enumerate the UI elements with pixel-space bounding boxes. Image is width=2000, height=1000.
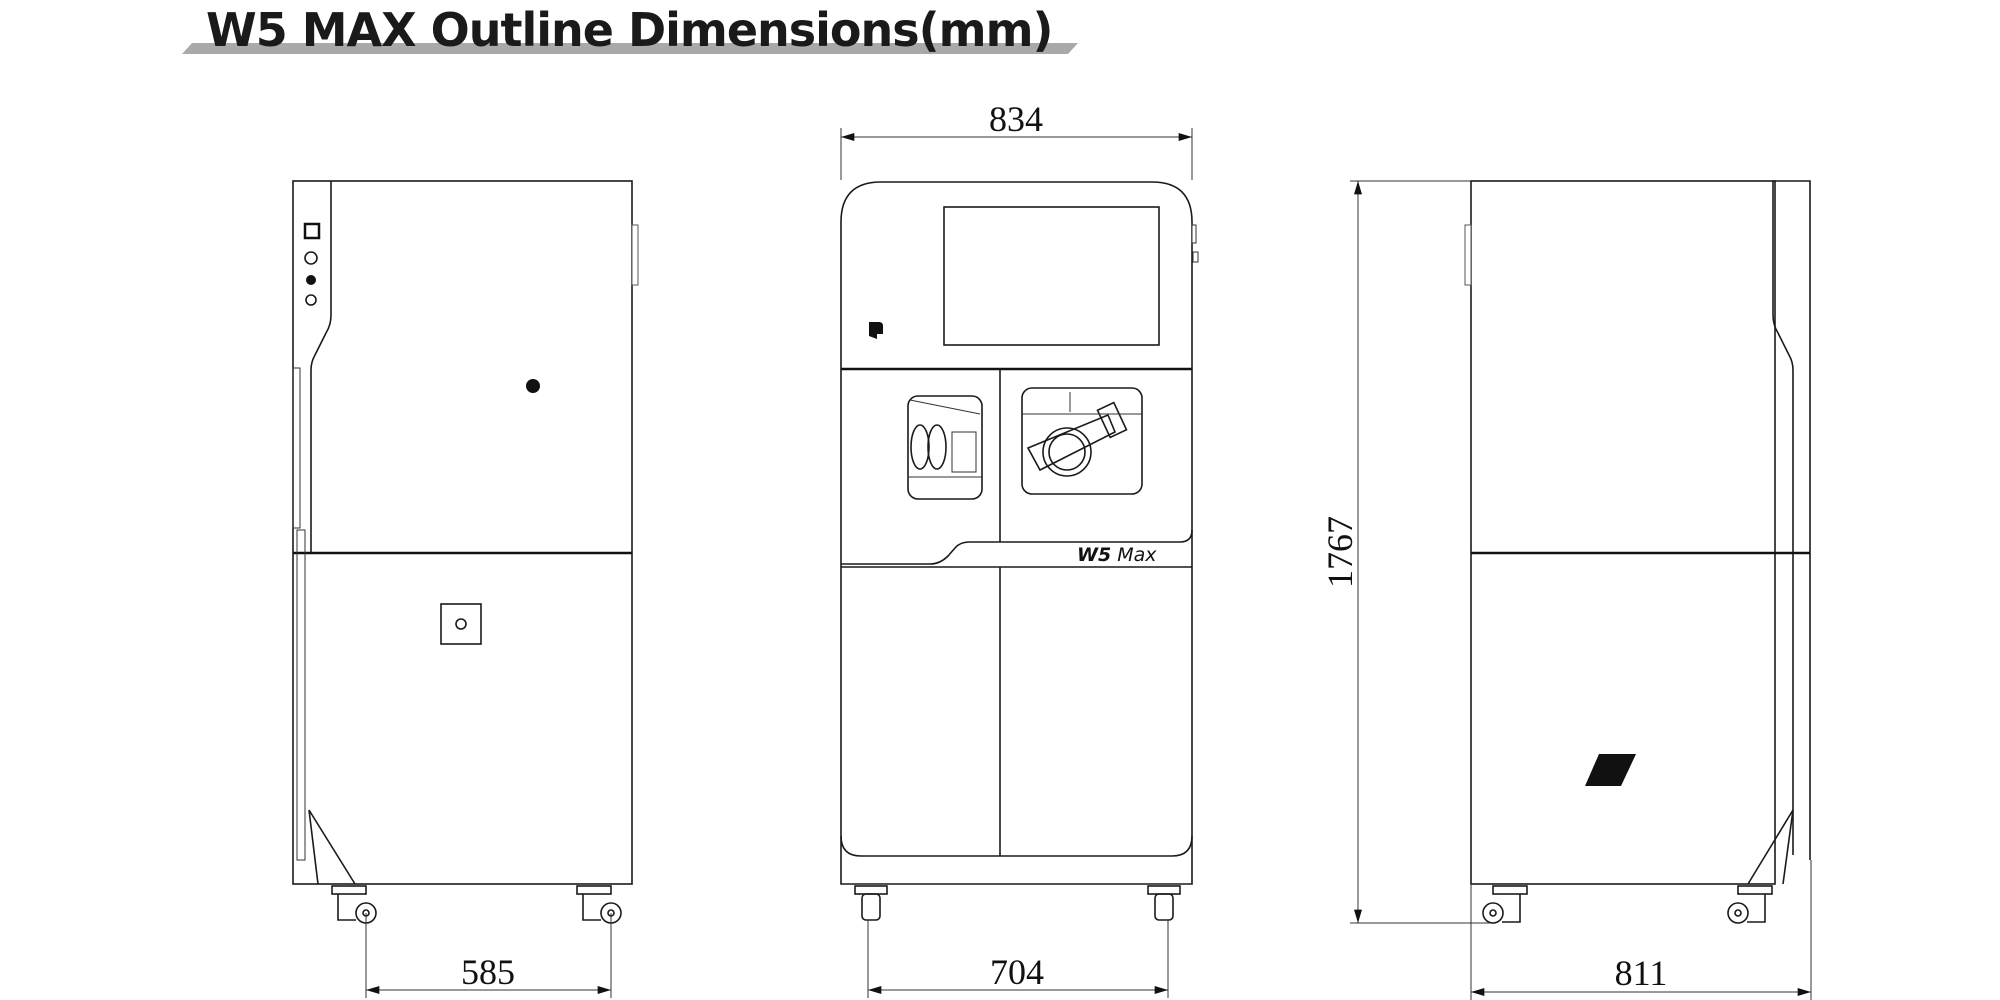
back-panel-edge: [1772, 180, 1811, 860]
vent-grille-lower: [1585, 754, 1636, 786]
vent-grille: [631, 224, 639, 286]
side-lock-box: [440, 603, 482, 645]
lower-hinge-strip: [296, 529, 306, 861]
caster-wheel-right: [576, 885, 622, 924]
dimension-label: 1767: [1320, 516, 1360, 588]
side-port: [1192, 251, 1199, 263]
caster-wheel-front-left: [854, 885, 888, 921]
touch-screen: [943, 206, 1160, 346]
dimension-label: 585: [461, 952, 515, 992]
print-head: [1022, 392, 1142, 477]
lower-door-outline: [840, 835, 1193, 857]
caster-wheel-left: [1482, 885, 1528, 924]
side-body-outline: [292, 180, 633, 885]
right-side-view: 1767 811: [1320, 180, 1812, 1000]
page-title: W5 MAX Outline Dimensions(mm): [206, 3, 1053, 57]
lower-bracket: [1747, 809, 1794, 885]
left-window: [907, 395, 983, 500]
front-panel-edge: [310, 181, 332, 553]
title-underline-bar: [182, 43, 1078, 54]
front-view: 834 W5 Max: [840, 99, 1199, 998]
side-body-outline: [1470, 180, 1776, 885]
front-body-outline: [840, 181, 1193, 885]
estop-icon: [306, 275, 316, 285]
dimension-label: 834: [989, 99, 1043, 139]
right-window: [1021, 387, 1143, 495]
dimension-label: 811: [1615, 953, 1668, 993]
model-label: W5 Max: [1077, 544, 1157, 566]
side-button: [1191, 224, 1197, 244]
left-side-view: 585: [292, 180, 639, 998]
vent-grille: [1464, 224, 1472, 286]
caster-wheel-left: [331, 885, 377, 924]
lower-bracket: [308, 809, 356, 885]
side-lock-icon: [455, 618, 467, 630]
button-icon: [304, 251, 318, 265]
caster-wheel-front-right: [1147, 885, 1181, 921]
port-icon: [305, 294, 317, 306]
power-switch-icon: [303, 222, 321, 240]
side-knob: [526, 379, 540, 393]
title-block: W5 MAX Outline Dimensions(mm): [182, 3, 1078, 57]
material-spools: [908, 399, 982, 478]
door-hinge-strip: [292, 367, 301, 529]
caster-wheel-right: [1727, 885, 1773, 924]
dimension-label: 704: [990, 952, 1044, 992]
brand-band-curve: [841, 529, 1193, 565]
brand-logo-icon: [869, 322, 883, 339]
